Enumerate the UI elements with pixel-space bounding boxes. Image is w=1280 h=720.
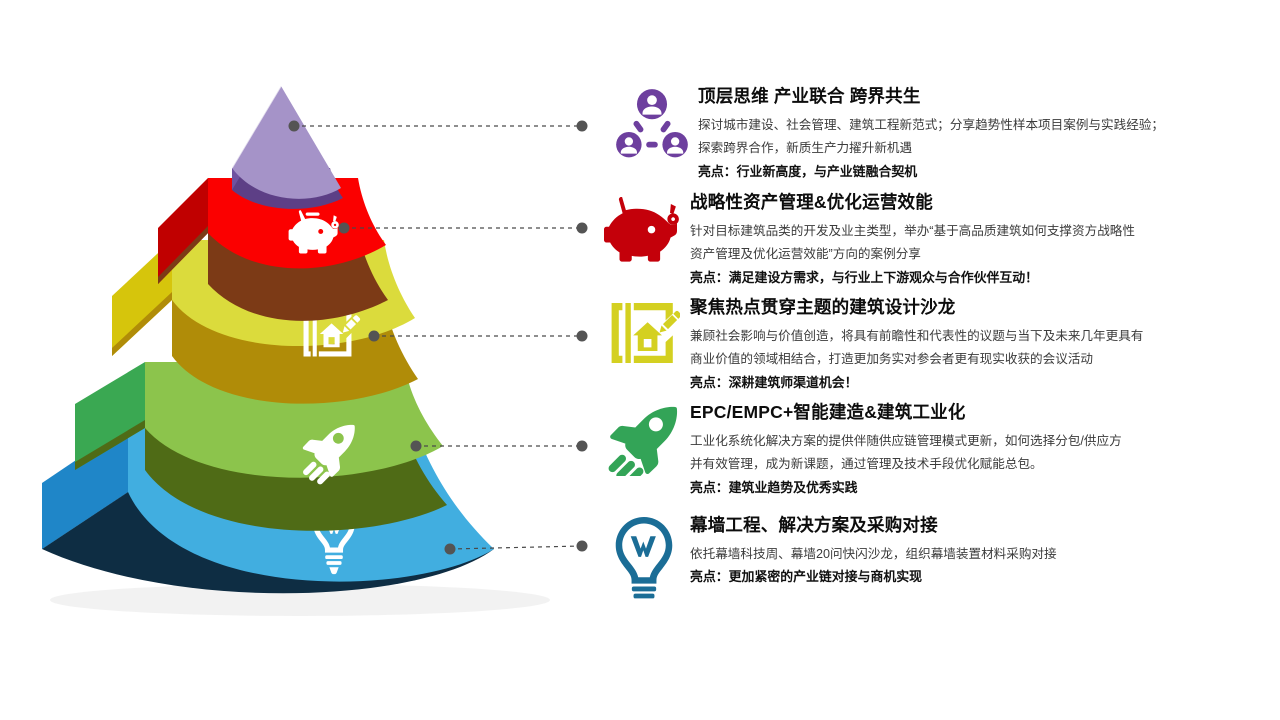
topic-4-title: EPC/EMPC+智能建造&建筑工业化: [690, 402, 966, 422]
level-3-side-face: [112, 240, 172, 356]
topic-3-highlight: 亮点：深耕建筑师渠道机会！: [690, 374, 858, 390]
level-2-side-face: [158, 178, 208, 284]
rocket-icon-on-pyramid: [302, 424, 355, 485]
topic-row-1[interactable]: 顶层思维 产业联合 跨界共生 探讨城市建设、社会管理、建筑工程新范式；分享趋势性…: [608, 86, 1228, 181]
topic-1-desc-line-1: 探讨城市建设、社会管理、建筑工程新范式；分享趋势性样本项目案例与实践经验；: [698, 117, 1164, 132]
topic-1-title: 顶层思维 产业联合 跨界共生: [698, 86, 921, 106]
topic-2-highlight: 亮点：满足建设方需求，与行业上下游观众与合作伙伴互动！: [690, 269, 1039, 285]
level-2-side-rim: [158, 226, 208, 284]
topic-row-5[interactable]: 幕墙工程、解决方案及采购对接 依托幕墙科技周、幕墙20问快闪沙龙，组织幕墙装置材…: [600, 515, 1220, 599]
topic-3-text-cell: 聚焦热点贯穿主题的建筑设计沙龙 兼顾社会影响与价值创造，将具有前瞻性和代表性的议…: [688, 297, 1220, 392]
topic-5-title: 幕墙工程、解决方案及采购对接: [690, 515, 938, 535]
topic-1-icon-cell: [608, 86, 696, 162]
topic-row-2[interactable]: 战略性资产管理&优化运营效能 针对目标建筑品类的开发及业主类型，举办“基于高品质…: [600, 192, 1220, 287]
topic-1-text-cell: 顶层思维 产业联合 跨界共生 探讨城市建设、社会管理、建筑工程新范式；分享趋势性…: [696, 86, 1228, 181]
blueprint-house-icon: [611, 303, 680, 363]
level-1-front-face: [232, 86, 341, 199]
topic-3-icon-cell: [600, 297, 688, 367]
rocket-icon: [608, 406, 678, 476]
topic-5-text-cell: 幕墙工程、解决方案及采购对接 依托幕墙科技周、幕墙20问快闪沙龙，组织幕墙装置材…: [688, 515, 1220, 587]
topic-4-desc-line-2: 并有效管理，成为新课题，通过管理及技术手段优化赋能总包。: [690, 457, 1043, 472]
topic-2-desc-line-2: 资产管理及优化运营效能”方向的案例分享: [690, 247, 921, 262]
topic-3-desc-line-2: 商业价值的领域相结合，打造更加务实对参会者更有现实收获的会议活动: [690, 352, 1093, 367]
topic-row-3[interactable]: 聚焦热点贯穿主题的建筑设计沙龙 兼顾社会影响与价值创造，将具有前瞻性和代表性的议…: [600, 297, 1220, 392]
piggy-bank-icon-on-pyramid: [288, 210, 339, 254]
topic-3-desc-line-1: 兼顾社会影响与价值创造，将具有前瞻性和代表性的议题与当下及未来几年更具有: [690, 328, 1144, 343]
topic-2-icon-cell: [600, 192, 688, 264]
level-4-side-rim: [75, 420, 145, 470]
topic-4-highlight: 亮点：建筑业趋势及优秀实践: [690, 479, 858, 495]
topic-2-text-cell: 战略性资产管理&优化运营效能 针对目标建筑品类的开发及业主类型，举办“基于高品质…: [688, 192, 1220, 287]
pyramid-ground-shadow: [50, 584, 550, 616]
piggy-bank-icon: [604, 196, 679, 262]
topic-5-desc-line-1: 依托幕墙科技周、幕墙20问快闪沙龙，组织幕墙装置材料采购对接: [690, 546, 1057, 561]
topic-2-desc-line-1: 针对目标建筑品类的开发及业主类型，举办“基于高品质建筑如何支撑资方战略性: [690, 223, 1135, 238]
level-5-side-face: [42, 425, 128, 549]
topic-5-highlight: 亮点：更加紧密的产业链对接与商机实现: [690, 569, 923, 585]
lightbulb-w-icon: [615, 517, 673, 599]
level-1-edge-highlight: [231, 85, 282, 169]
topic-5-icon-cell: [600, 515, 688, 599]
topic-2-title: 战略性资产管理&优化运营效能: [690, 192, 933, 212]
topic-4-icon-cell: [600, 402, 688, 476]
level-4-side-face: [75, 362, 145, 470]
topic-1-highlight: 亮点：行业新高度，与产业链融合契机: [698, 163, 918, 179]
people-network-icon: [616, 89, 688, 158]
level-3-side-rim: [112, 292, 172, 356]
topic-3-title: 聚焦热点贯穿主题的建筑设计沙龙: [690, 297, 956, 317]
topic-row-4[interactable]: EPC/EMPC+智能建造&建筑工业化 工业化系统化解决方案的提供伴随供应链管理…: [600, 402, 1220, 497]
topic-4-text-cell: EPC/EMPC+智能建造&建筑工业化 工业化系统化解决方案的提供伴随供应链管理…: [688, 402, 1220, 497]
topic-4-desc-line-1: 工业化系统化解决方案的提供伴随供应链管理模式更新，如何选择分包/供应方: [690, 433, 1122, 448]
topic-1-desc-line-2: 探索跨界合作，新质生产力擢升新机遇: [698, 141, 913, 156]
pyramid-level-1[interactable]: [231, 85, 343, 209]
pyramid-diagram: [42, 85, 550, 616]
